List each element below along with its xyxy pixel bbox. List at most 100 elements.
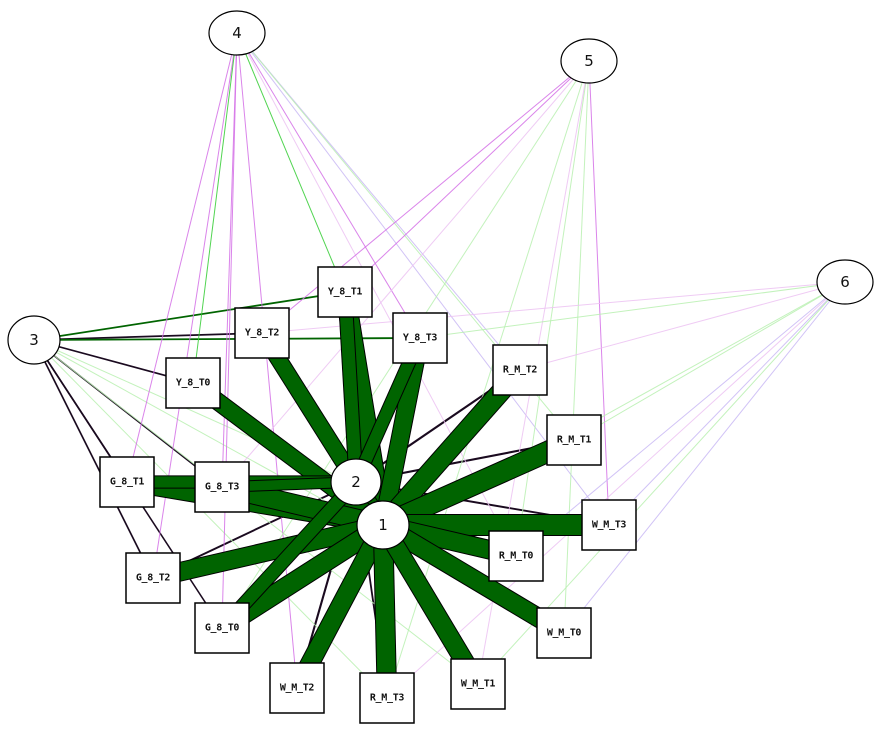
- edge-1-R_M_T3: [373, 524, 397, 699]
- edge-1-W_M_T0: [378, 517, 569, 641]
- hub-circle: [560, 38, 618, 84]
- edge-1-Y_8_T3: [374, 336, 429, 527]
- node-label: R_M_T2: [503, 365, 538, 376]
- hub-node-6[interactable]: 6: [816, 259, 874, 305]
- node-label: Y_8_T2: [245, 328, 280, 339]
- edge-5-Y_8_T2: [261, 60, 590, 334]
- hub-circle: [816, 259, 874, 305]
- hub-label: 4: [232, 24, 242, 42]
- node-y-8-t3[interactable]: Y_8_T3: [392, 312, 448, 364]
- edge-1-W_M_T2: [289, 520, 391, 693]
- node-label: G_8_T1: [110, 477, 145, 488]
- hub-label: 5: [584, 52, 594, 70]
- node-y-8-t0[interactable]: Y_8_T0: [165, 357, 221, 409]
- edge-6-W_M_T0: [563, 281, 846, 634]
- node-label: R_M_T3: [370, 693, 405, 704]
- hub-circle: [208, 10, 266, 56]
- nodes-layer: Y_8_T1Y_8_T2 Y_8_T3Y_8_T0 R_M_T2R_M_T1G_8_…: [7, 10, 874, 724]
- hub-label: 2: [351, 473, 361, 491]
- node-box: [194, 461, 250, 513]
- node-box: [581, 499, 637, 551]
- edge-1-R_M_T1: [378, 430, 579, 535]
- node-g-8-t0[interactable]: G_8_T0: [194, 602, 250, 654]
- edge-1-G_8_T2: [151, 516, 385, 587]
- edge-1-R_M_T2: [376, 363, 527, 532]
- node-box: [99, 456, 155, 508]
- node-label: G_8_T2: [136, 573, 171, 584]
- hub-node-3[interactable]: 3: [7, 315, 61, 365]
- node-g-8-t1[interactable]: G_8_T1: [99, 456, 155, 508]
- edge-3-Y_8_T2: [33, 332, 263, 341]
- hub-node-2[interactable]: 2: [330, 458, 382, 506]
- node-box: [269, 662, 325, 714]
- node-w-m-t1[interactable]: W_M_T1: [450, 658, 506, 710]
- node-label: Y_8_T1: [328, 287, 363, 298]
- hub-circle: [356, 500, 410, 550]
- node-box: [536, 607, 592, 659]
- node-label: G_8_T3: [205, 482, 240, 493]
- edge-5-W_M_T3: [588, 60, 610, 526]
- node-r-m-t1[interactable]: R_M_T1: [546, 414, 602, 466]
- edge-3-G_8_T2: [33, 339, 154, 579]
- edge-4-Y_8_T3: [236, 32, 421, 339]
- edge-5-Y_8_T1: [344, 60, 590, 293]
- node-box: [392, 312, 448, 364]
- node-box: [359, 672, 415, 724]
- node-label: Y_8_T0: [176, 378, 211, 389]
- node-box: [546, 414, 602, 466]
- hub-circle: [7, 315, 61, 365]
- edge-4-G_8_T0: [221, 32, 238, 629]
- node-label: R_M_T0: [499, 551, 534, 562]
- hub-node-1[interactable]: 1: [356, 500, 410, 550]
- node-label: Y_8_T3: [403, 333, 438, 344]
- node-r-m-t0[interactable]: R_M_T0: [488, 530, 544, 582]
- node-box: [125, 552, 181, 604]
- edge-4-G_8_T1: [126, 32, 238, 483]
- node-box: [234, 307, 290, 359]
- node-y-8-t2[interactable]: Y_8_T2: [234, 307, 290, 359]
- node-box: [165, 357, 221, 409]
- node-label: W_M_T1: [461, 679, 496, 690]
- edge-6-R_M_T0: [515, 281, 846, 557]
- edge-5-R_M_T0: [515, 60, 590, 557]
- node-box: [488, 530, 544, 582]
- hub-label: 6: [840, 273, 850, 291]
- edge-6-R_M_T1: [573, 281, 846, 441]
- node-box: [317, 266, 373, 318]
- hub-circle: [330, 458, 382, 506]
- node-w-m-t2[interactable]: W_M_T2: [269, 662, 325, 714]
- edge-4-Y_8_T1: [236, 32, 346, 293]
- node-w-m-t3[interactable]: W_M_T3: [581, 499, 637, 551]
- hub-label: 3: [29, 331, 39, 349]
- node-w-m-t0[interactable]: W_M_T0: [536, 607, 592, 659]
- hub-node-4[interactable]: 4: [208, 10, 266, 56]
- node-label: R_M_T1: [557, 435, 592, 446]
- edge-6-W_M_T3: [608, 281, 846, 526]
- node-r-m-t3[interactable]: R_M_T3: [359, 672, 415, 724]
- node-y-8-t1[interactable]: Y_8_T1: [317, 266, 373, 318]
- hub-node-5[interactable]: 5: [560, 38, 618, 84]
- edge-4-Y_8_T0: [192, 32, 238, 384]
- node-label: G_8_T0: [205, 623, 240, 634]
- edge-5-W_M_T0: [563, 60, 590, 634]
- node-box: [492, 344, 548, 396]
- edge-6-R_M_T2: [519, 281, 846, 371]
- node-label: W_M_T0: [547, 628, 582, 639]
- node-label: W_M_T2: [280, 683, 315, 694]
- edge-4-R_M_T2: [236, 32, 521, 371]
- edge-5-G_8_T3: [221, 60, 590, 488]
- edge-2-Y_8_T1: [338, 291, 363, 483]
- node-box: [450, 658, 506, 710]
- node-g-8-t2[interactable]: G_8_T2: [125, 552, 181, 604]
- node-g-8-t3[interactable]: G_8_T3: [194, 461, 250, 513]
- node-r-m-t2[interactable]: R_M_T2: [492, 344, 548, 396]
- edge-1-W_M_T1: [375, 520, 486, 689]
- edge-3-Y_8_T1: [33, 291, 346, 341]
- edge-6-Y_8_T3: [419, 281, 846, 339]
- node-box: [194, 602, 250, 654]
- edge-4-R_M_T0: [236, 32, 517, 557]
- node-label: W_M_T3: [592, 520, 627, 531]
- edge-6-R_M_T3: [386, 281, 846, 699]
- hub-label: 1: [378, 516, 388, 534]
